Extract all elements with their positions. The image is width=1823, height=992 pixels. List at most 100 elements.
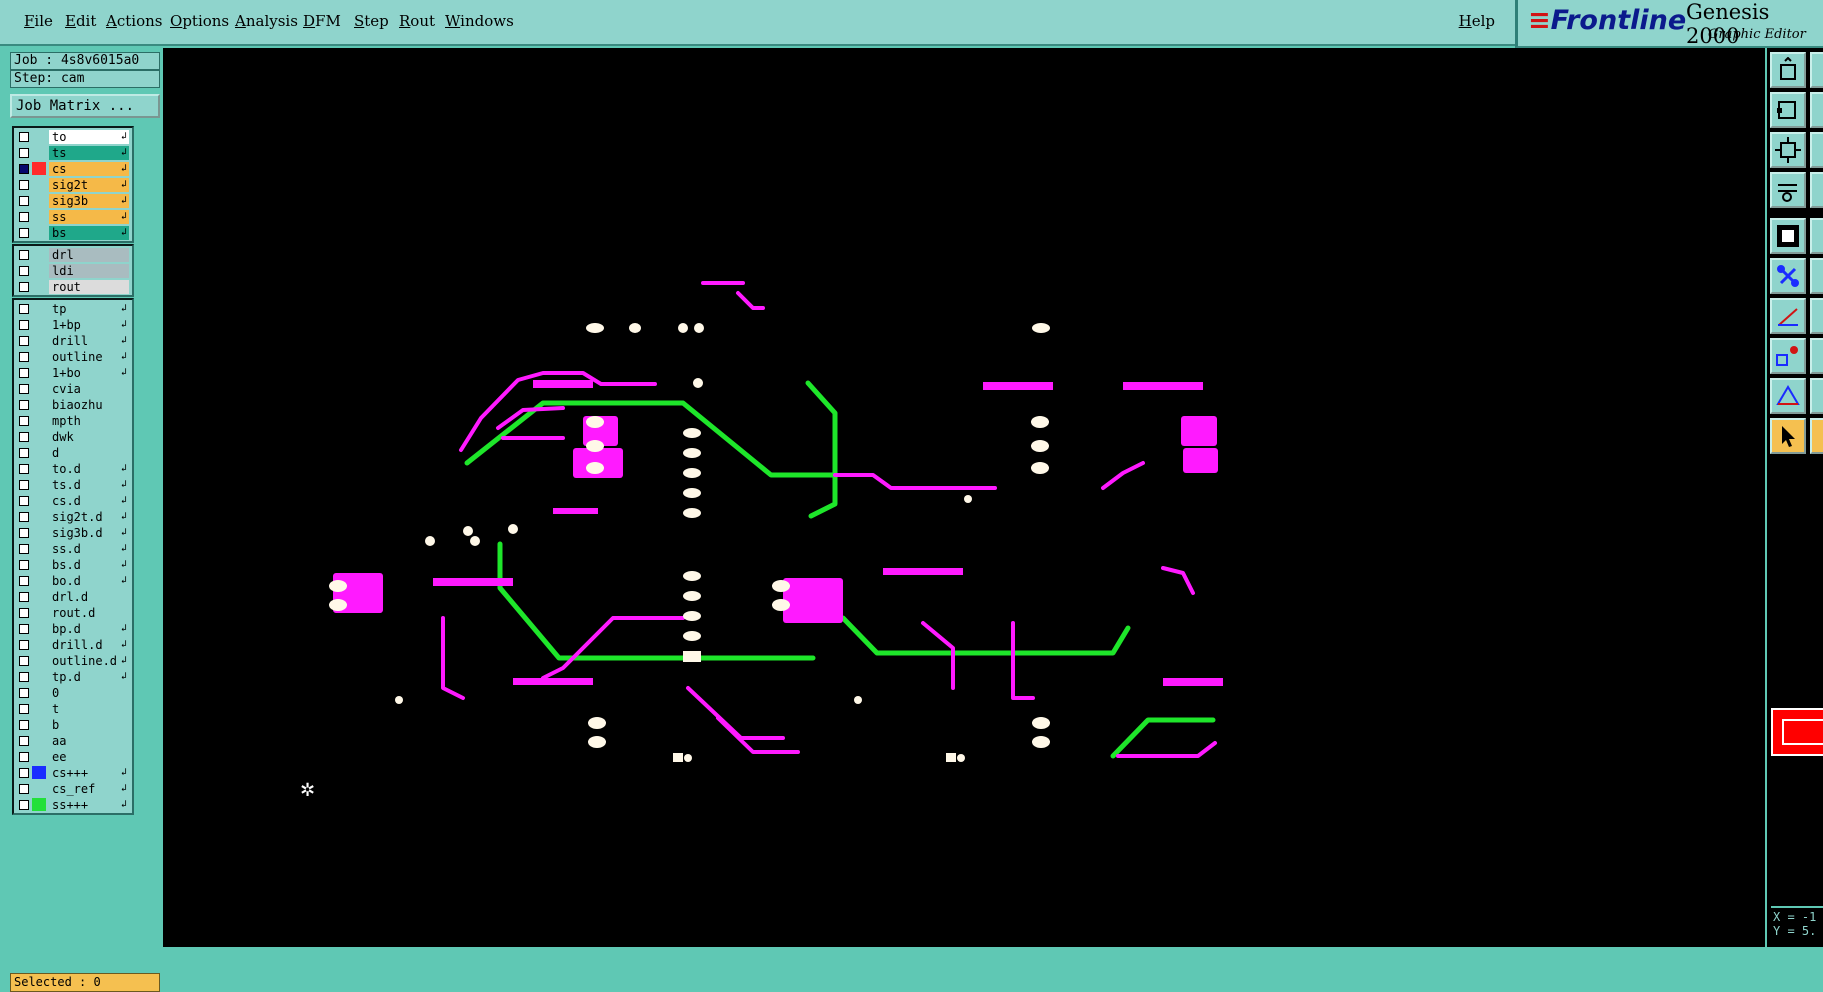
layer-row[interactable]: bo.d↲: [14, 573, 132, 589]
layer-checkbox[interactable]: [19, 464, 29, 474]
toolbar-button-extra-5[interactable]: [1810, 218, 1823, 254]
layer-row[interactable]: dwk: [14, 429, 132, 445]
layer-row[interactable]: sig2t↲: [14, 177, 132, 193]
layer-checkbox[interactable]: [19, 250, 29, 260]
layer-checkbox[interactable]: [19, 368, 29, 378]
layer-row[interactable]: cvia: [14, 381, 132, 397]
layer-checkbox[interactable]: [19, 304, 29, 314]
layer-name[interactable]: drl.d: [49, 590, 129, 604]
layer-row[interactable]: drl: [14, 247, 132, 263]
layer-name[interactable]: rout: [49, 280, 129, 294]
layer-checkbox[interactable]: [19, 656, 29, 666]
layer-row[interactable]: outline↲: [14, 349, 132, 365]
toolbar-button-extra-4[interactable]: [1810, 172, 1823, 208]
menu-rout[interactable]: Rout: [399, 12, 436, 30]
layer-checkbox[interactable]: [19, 720, 29, 730]
fit-screen-icon[interactable]: [1770, 132, 1806, 168]
layer-row[interactable]: bp.d↲: [14, 621, 132, 637]
layer-checkbox[interactable]: [19, 480, 29, 490]
layer-name[interactable]: bs↲: [49, 226, 129, 240]
layer-row[interactable]: drill.d↲: [14, 637, 132, 653]
layer-checkbox[interactable]: [19, 320, 29, 330]
layer-row[interactable]: ts↲: [14, 145, 132, 161]
layer-name[interactable]: tp.d↲: [49, 670, 129, 684]
menu-edit[interactable]: Edit: [65, 12, 97, 30]
layer-name[interactable]: dwk: [49, 430, 129, 444]
layer-name[interactable]: to.d↲: [49, 462, 129, 476]
layer-row[interactable]: to↲: [14, 129, 132, 145]
layer-checkbox[interactable]: [19, 608, 29, 618]
layer-checkbox[interactable]: [19, 384, 29, 394]
layer-row[interactable]: 0: [14, 685, 132, 701]
layer-checkbox[interactable]: [19, 624, 29, 634]
layer-checkbox[interactable]: [19, 266, 29, 276]
layer-checkbox[interactable]: [19, 688, 29, 698]
layer-row[interactable]: ts.d↲: [14, 477, 132, 493]
layer-name[interactable]: sig2t.d↲: [49, 510, 129, 524]
layer-row[interactable]: ldi: [14, 263, 132, 279]
layer-checkbox[interactable]: [19, 672, 29, 682]
layer-row[interactable]: cs_ref↲: [14, 781, 132, 797]
layer-row[interactable]: b: [14, 717, 132, 733]
layer-row[interactable]: biaozhu: [14, 397, 132, 413]
layer-name[interactable]: ts.d↲: [49, 478, 129, 492]
layer-name[interactable]: sig3b.d↲: [49, 526, 129, 540]
layer-row[interactable]: sig3b↲: [14, 193, 132, 209]
layer-name[interactable]: outline↲: [49, 350, 129, 364]
layer-checkbox[interactable]: [19, 336, 29, 346]
layer-checkbox[interactable]: [19, 576, 29, 586]
layer-name[interactable]: 1+bo↲: [49, 366, 129, 380]
layer-checkbox[interactable]: [19, 784, 29, 794]
menu-step[interactable]: Step: [354, 12, 389, 30]
layer-checkbox[interactable]: [19, 432, 29, 442]
layer-row[interactable]: cs.d↲: [14, 493, 132, 509]
toolbar-button-extra-1[interactable]: [1810, 52, 1823, 88]
layer-row[interactable]: t: [14, 701, 132, 717]
layer-row[interactable]: 1+bp↲: [14, 317, 132, 333]
layer-name[interactable]: ss+++↲: [49, 798, 129, 812]
layer-row[interactable]: ee: [14, 749, 132, 765]
layer-checkbox[interactable]: [19, 212, 29, 222]
layer-row[interactable]: tp.d↲: [14, 669, 132, 685]
layer-name[interactable]: 1+bp↲: [49, 318, 129, 332]
layer-row[interactable]: mpth: [14, 413, 132, 429]
layer-checkbox[interactable]: [19, 768, 29, 778]
menu-dfm[interactable]: DFM: [303, 12, 341, 30]
layer-row[interactable]: to.d↲: [14, 461, 132, 477]
layer-name[interactable]: ss↲: [49, 210, 129, 224]
layer-row[interactable]: ss↲: [14, 209, 132, 225]
layer-name[interactable]: outline.d↲: [49, 654, 129, 668]
layer-row[interactable]: sig3b.d↲: [14, 525, 132, 541]
layer-checkbox[interactable]: [19, 640, 29, 650]
layer-row[interactable]: outline.d↲: [14, 653, 132, 669]
layer-row[interactable]: cs↲: [14, 161, 132, 177]
layer-checkbox[interactable]: [19, 148, 29, 158]
layer-name[interactable]: ts↲: [49, 146, 129, 160]
highlight-icon[interactable]: [1770, 218, 1806, 254]
layer-name[interactable]: bs.d↲: [49, 558, 129, 572]
layer-name[interactable]: t: [49, 702, 129, 716]
layer-checkbox[interactable]: [19, 228, 29, 238]
layer-name[interactable]: sig2t↲: [49, 178, 129, 192]
layer-checkbox[interactable]: [19, 180, 29, 190]
graphic-canvas[interactable]: ✲: [163, 48, 1765, 947]
layer-name[interactable]: ss.d↲: [49, 542, 129, 556]
layer-checkbox[interactable]: [19, 560, 29, 570]
layer-row[interactable]: bs↲: [14, 225, 132, 241]
layer-checkbox[interactable]: [19, 704, 29, 714]
layer-name[interactable]: d: [49, 446, 129, 460]
toolbar-button-extra-9[interactable]: [1810, 378, 1823, 414]
net-icon[interactable]: [1770, 258, 1806, 294]
measure-icon[interactable]: [1770, 172, 1806, 208]
layer-name[interactable]: sig3b↲: [49, 194, 129, 208]
layer-checkbox[interactable]: [19, 752, 29, 762]
layer-checkbox[interactable]: [19, 496, 29, 506]
line-icon[interactable]: [1770, 298, 1806, 334]
layer-name[interactable]: biaozhu: [49, 398, 129, 412]
layer-name[interactable]: rout.d: [49, 606, 129, 620]
layer-name[interactable]: drill↲: [49, 334, 129, 348]
layer-name[interactable]: cs.d↲: [49, 494, 129, 508]
layer-row[interactable]: 1+bo↲: [14, 365, 132, 381]
layer-checkbox[interactable]: [19, 416, 29, 426]
triangle-icon[interactable]: [1770, 378, 1806, 414]
